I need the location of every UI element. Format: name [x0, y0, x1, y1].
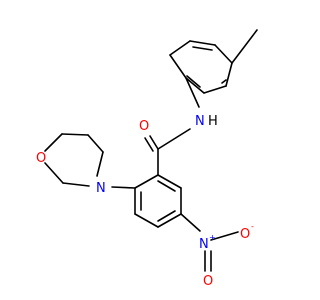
bond: [203, 85, 227, 94]
nitro-n-o-single-bond: [210, 231, 239, 241]
nitro-oxygen-single-label: O: [240, 227, 250, 242]
morpholine-ring: [44, 133, 104, 187]
molecule-structure-diagram: N H O N O N + O - O: [36, 29, 258, 289]
ring-to-nitro-bond: [180, 213, 201, 232]
bond: [44, 162, 64, 184]
ring-to-morpholine-bond: [111, 186, 136, 189]
morpholine-oxygen-label: O: [36, 151, 46, 166]
nitro-oxygen-double-label: O: [203, 274, 213, 289]
bond: [169, 54, 187, 79]
bond: [134, 213, 159, 228]
bond: [157, 174, 182, 189]
bond: [186, 75, 201, 88]
bond: [62, 182, 90, 187]
amide-hydrogen-label: H: [208, 114, 218, 129]
morpholine-nitrogen-label: N: [96, 181, 106, 196]
ring-to-nh-bond: [185, 77, 200, 108]
bond: [157, 213, 182, 228]
bond: [61, 133, 89, 136]
bond: [157, 210, 176, 222]
carbonyl-oxygen-label: O: [139, 119, 149, 134]
tolyl-ring: [169, 40, 233, 94]
amide-nitrogen-label: N: [195, 114, 205, 129]
bond: [214, 44, 233, 64]
nitro-nitrogen-charge-label: +: [209, 233, 216, 242]
bond: [169, 40, 191, 56]
bond: [225, 62, 233, 87]
bond: [134, 174, 159, 189]
bond: [44, 133, 63, 152]
bond: [185, 77, 205, 94]
carbonyl-double-bond: [149, 135, 159, 150]
carbonyl-double-bond-2: [144, 137, 154, 152]
bond: [157, 180, 176, 192]
bond: [189, 40, 216, 46]
bond: [87, 134, 104, 153]
bond: [221, 79, 227, 84]
nh-to-carbonyl-bond: [157, 128, 191, 150]
nitro-nitrogen-label: N: [199, 237, 209, 252]
methyl-bond: [231, 29, 258, 64]
bond: [192, 46, 213, 51]
nitro-oxygen-charge-label: -: [251, 222, 254, 231]
bond: [96, 151, 104, 177]
benzene-ring: [134, 174, 182, 228]
